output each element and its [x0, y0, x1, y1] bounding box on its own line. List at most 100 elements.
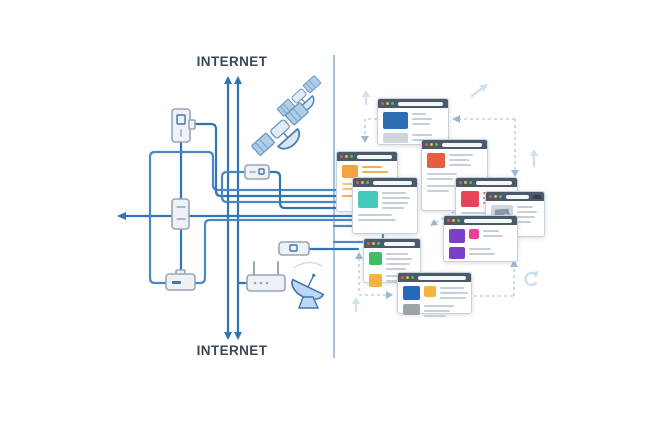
content-row: [449, 229, 512, 243]
title-bar: [378, 99, 448, 108]
browser-window-green: [363, 238, 421, 287]
text-line-placeholder: [440, 297, 466, 299]
title-bar: [486, 192, 544, 201]
url-bar: [418, 275, 466, 280]
text-line-placeholder: [449, 159, 469, 161]
content-block: [449, 247, 465, 259]
refresh-icon: [524, 271, 539, 287]
text-line-placeholder: [483, 235, 503, 237]
content-block: [369, 252, 382, 265]
text-lines: [427, 172, 457, 180]
content-row: [461, 211, 512, 214]
traffic-dot-icon: [372, 242, 375, 245]
content-block: [461, 191, 479, 207]
content-row: [449, 247, 512, 259]
content-row: [427, 153, 482, 168]
traffic-dot-icon: [459, 181, 462, 184]
text-lines: [427, 184, 455, 192]
modem-horizontal-icon: [165, 269, 196, 291]
satellite-dish-icon: [291, 261, 325, 309]
traffic-dot-icon: [435, 143, 438, 146]
title-bar: [353, 178, 417, 187]
text-lines: [517, 205, 537, 223]
url-bar: [476, 180, 512, 185]
title-bar: [456, 178, 517, 187]
title-bar: [422, 140, 487, 149]
url-bar: [373, 180, 412, 185]
traffic-dot-icon: [447, 219, 450, 222]
traffic-dot-icon: [464, 181, 467, 184]
text-lines: [440, 286, 468, 299]
up-arrow-icon: [224, 76, 242, 84]
traffic-dot-icon: [457, 219, 460, 222]
text-lines: [461, 211, 485, 214]
traffic-dot-icon: [391, 102, 394, 105]
text-line-placeholder: [386, 253, 408, 255]
menu-button: [533, 194, 541, 199]
traffic-dot-icon: [356, 181, 359, 184]
traffic-dot-icon: [425, 143, 428, 146]
text-lines: [358, 213, 396, 221]
text-lines: [412, 112, 432, 125]
content-row: [427, 172, 482, 180]
content-block: [424, 286, 436, 297]
browser-window-purple: [443, 215, 518, 262]
content-block: [469, 229, 479, 239]
text-line-placeholder: [427, 185, 455, 187]
text-line-placeholder: [517, 221, 531, 223]
content-row: [403, 304, 466, 317]
text-line-placeholder: [427, 173, 457, 175]
content-block: [403, 286, 420, 300]
content-row: [383, 133, 443, 143]
text-line-placeholder: [517, 211, 537, 213]
content-row: [358, 191, 412, 209]
router-modem-icon: [244, 164, 270, 180]
traffic-dot-icon: [386, 102, 389, 105]
page-content: [444, 225, 517, 265]
text-line-placeholder: [427, 178, 453, 180]
content-block: [427, 153, 445, 168]
text-line-placeholder: [412, 123, 430, 125]
down-arrow-icon: [224, 332, 242, 340]
internet-label-bottom: INTERNET: [196, 343, 268, 358]
text-line-placeholder: [424, 315, 446, 317]
text-lines: [412, 133, 432, 141]
traffic-dot-icon: [366, 181, 369, 184]
content-row: [427, 184, 482, 192]
satellite-icon: [251, 102, 309, 156]
traffic-dot-icon: [411, 276, 414, 279]
traffic-dot-icon: [499, 195, 502, 198]
url-bar: [398, 101, 443, 106]
traffic-dot-icon: [452, 219, 455, 222]
internet-label-top: INTERNET: [196, 54, 268, 69]
text-line-placeholder: [386, 268, 406, 270]
traffic-dot-icon: [469, 181, 472, 184]
text-lines: [382, 191, 410, 209]
traffic-dot-icon: [381, 102, 384, 105]
text-line-placeholder: [469, 253, 495, 255]
text-line-placeholder: [386, 258, 412, 260]
content-block: [383, 112, 408, 129]
text-line-placeholder: [362, 166, 382, 168]
text-line-placeholder: [386, 263, 410, 265]
text-line-placeholder: [382, 202, 408, 204]
text-lines: [342, 194, 354, 197]
text-line-placeholder: [382, 192, 406, 194]
text-line-placeholder: [412, 134, 432, 136]
traffic-dot-icon: [401, 276, 404, 279]
text-lines: [469, 247, 495, 255]
text-line-placeholder: [386, 280, 404, 282]
text-line-placeholder: [412, 113, 426, 115]
url-bar: [384, 241, 415, 246]
modem-icon: [171, 108, 196, 143]
up-arrow-icon: [352, 297, 360, 313]
text-line-placeholder: [440, 292, 468, 294]
title-bar: [337, 152, 397, 161]
content-block: [369, 274, 382, 287]
wifi-router-icon: [246, 261, 286, 292]
text-line-placeholder: [461, 212, 485, 214]
url-bar: [464, 218, 512, 223]
page-content: [422, 149, 487, 198]
photo-icon: [494, 208, 510, 219]
